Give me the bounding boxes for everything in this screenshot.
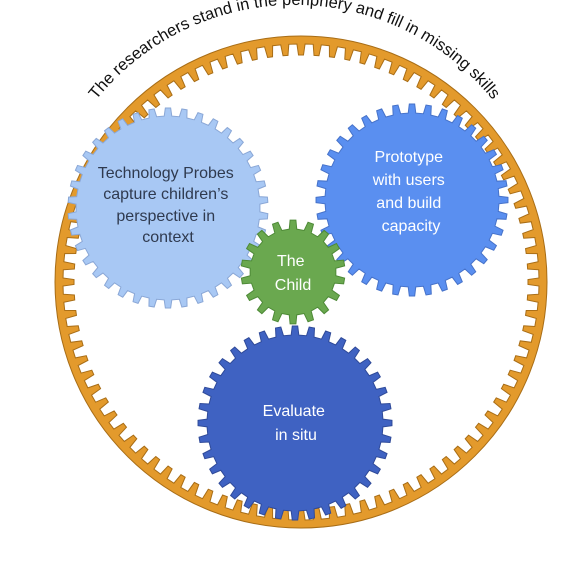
prototype-label-line: with users	[372, 172, 445, 189]
child-label-line: Child	[275, 277, 311, 294]
technology-probes-label-line: Technology Probes	[98, 165, 234, 182]
technology-probes-gear: Technology Probes capture children’s per…	[67, 107, 269, 309]
prototype-label: Prototype with users and build capacity	[372, 149, 449, 235]
outer-ring-gear	[54, 35, 548, 529]
outer-ring-teeth	[54, 35, 548, 529]
child-gear: The Child	[240, 219, 346, 325]
prototype-label-line: and build	[376, 195, 441, 212]
prototype-gear: Prototype with users and build capacity	[315, 103, 509, 297]
technology-probes-gear-shape	[67, 107, 269, 309]
child-gear-shape	[240, 219, 346, 325]
technology-probes-label-line: context	[142, 229, 194, 246]
technology-probes-label: Technology Probes capture children’s per…	[98, 165, 239, 246]
prototype-gear-shape	[315, 103, 509, 297]
evaluate-gear: Evaluate in situ	[197, 325, 393, 521]
prototype-label-line: Prototype	[375, 149, 444, 166]
technology-probes-label-line: perspective in	[116, 208, 215, 225]
child-label: The Child	[275, 253, 311, 294]
evaluate-label-line: Evaluate	[263, 403, 325, 420]
evaluate-gear-shape	[197, 325, 393, 521]
child-label-line: The	[277, 253, 305, 270]
evaluate-label-line: in situ	[275, 427, 317, 444]
prototype-label-line: capacity	[382, 218, 441, 235]
technology-probes-label-line: capture children’s	[103, 186, 228, 203]
evaluate-label: Evaluate in situ	[263, 403, 330, 444]
